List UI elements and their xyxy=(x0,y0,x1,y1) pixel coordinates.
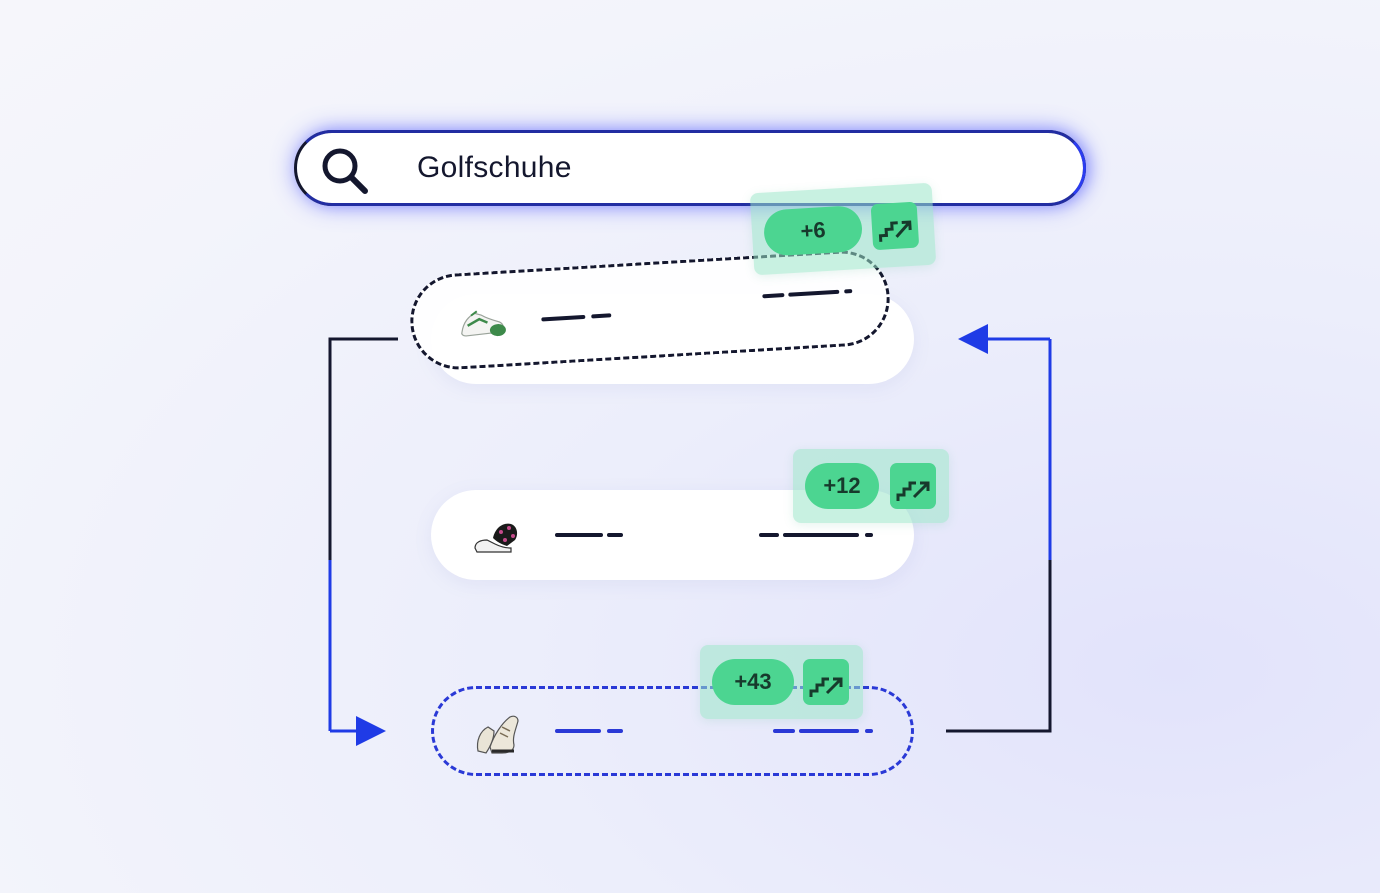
trend-up-icon xyxy=(890,463,936,509)
rank-change-label: +43 xyxy=(712,659,794,705)
trend-up-icon xyxy=(870,201,920,251)
rank-badge-3: +43 xyxy=(700,645,863,719)
rank-change-label: +6 xyxy=(762,204,864,257)
connector-left-line xyxy=(328,337,398,731)
rank-badge-1: +6 xyxy=(749,182,937,276)
search-bar[interactable]: Golfschuhe xyxy=(294,130,1086,206)
golf-shoe-black-spikes-icon xyxy=(474,523,518,553)
result-row-3[interactable] xyxy=(431,686,914,776)
result-row-2[interactable] xyxy=(431,490,914,580)
rank-badge-2: +12 xyxy=(793,449,949,523)
search-icon[interactable] xyxy=(319,145,371,197)
golf-shoe-white-green-icon xyxy=(461,310,506,337)
trend-up-icon xyxy=(803,659,849,705)
rank-change-label: +12 xyxy=(805,463,879,509)
result-row-1-highlight[interactable] xyxy=(407,247,893,373)
connector-right-line xyxy=(946,339,1052,733)
search-input[interactable]: Golfschuhe xyxy=(417,151,572,184)
golf-shoe-beige-icon xyxy=(476,715,519,754)
